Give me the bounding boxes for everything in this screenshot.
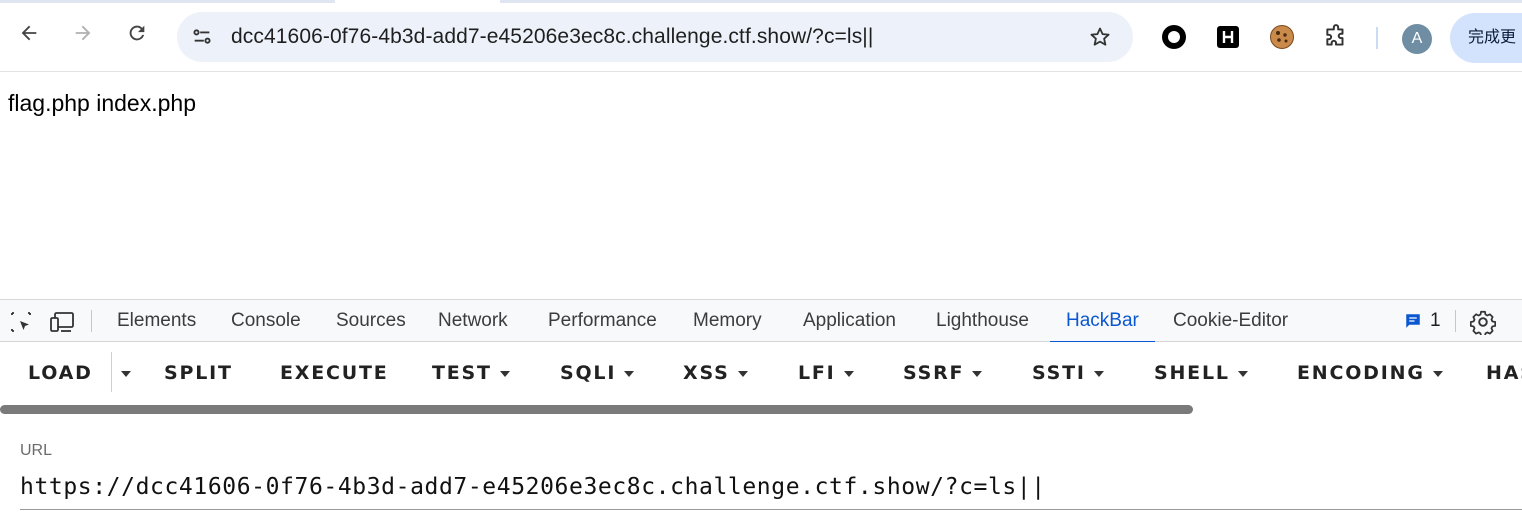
device-toolbar-icon[interactable] <box>49 309 75 335</box>
sqli-menu-label: SQLI <box>560 362 617 384</box>
issues-count: 1 <box>1430 310 1441 331</box>
toolbar-separator <box>1376 27 1378 49</box>
caret-down-icon <box>624 370 635 377</box>
address-bar[interactable]: dcc41606-0f76-4b3d-add7-e45206e3ec8c.cha… <box>177 12 1133 62</box>
devtools-separator <box>91 310 92 332</box>
tab-strip-edge <box>0 0 335 3</box>
settings-gear-icon[interactable] <box>1470 309 1496 335</box>
hackbar-sqli-menu[interactable]: SQLI <box>560 362 635 384</box>
update-button[interactable]: 完成更 <box>1450 13 1522 63</box>
tab-lighthouse[interactable]: Lighthouse <box>936 310 1029 331</box>
tab-strip <box>0 0 1522 4</box>
update-button-label: 完成更 <box>1468 29 1517 46</box>
profile-avatar[interactable]: A <box>1402 24 1432 54</box>
hackbar-url-input[interactable]: https://dcc41606-0f76-4b3d-add7-e45206e3… <box>20 474 1046 500</box>
load-split-divider <box>111 352 112 392</box>
ssti-menu-label: SSTI <box>1032 362 1086 384</box>
devtools-separator <box>1455 310 1456 332</box>
page-output-text: flag.php index.php <box>8 90 196 116</box>
message-icon <box>1406 314 1420 328</box>
hackbar-hash-menu[interactable]: HAS <box>1486 362 1522 384</box>
xss-menu-label: XSS <box>683 362 730 384</box>
browser-toolbar: dcc41606-0f76-4b3d-add7-e45206e3ec8c.cha… <box>0 4 1522 72</box>
tab-application[interactable]: Application <box>803 310 896 331</box>
hackbar-xss-menu[interactable]: XSS <box>683 362 748 384</box>
hackbar-load-button[interactable]: LOAD <box>28 362 93 384</box>
hackbar-extension-icon[interactable] <box>1214 23 1242 51</box>
caret-down-icon <box>972 370 983 377</box>
hackbar-encoding-menu[interactable]: ENCODING <box>1297 362 1443 384</box>
hackbar-ssrf-menu[interactable]: SSRF <box>903 362 983 384</box>
hackbar-panel: LOAD SPLIT EXECUTE TEST SQLI XSS LFI SSR… <box>0 342 1522 512</box>
caret-down-icon <box>737 370 748 377</box>
tab-performance[interactable]: Performance <box>548 310 657 331</box>
caret-down-icon <box>843 370 854 377</box>
tab-elements[interactable]: Elements <box>117 310 197 331</box>
issues-counter[interactable]: 1 <box>1404 310 1441 332</box>
arrow-right-icon <box>75 25 91 41</box>
shell-menu-label: SHELL <box>1154 362 1230 384</box>
devtools-tab-bar: Elements Console Sources Network Perform… <box>0 299 1522 343</box>
bookmark-star-icon[interactable] <box>1087 24 1113 50</box>
hackbar-lfi-menu[interactable]: LFI <box>798 362 854 384</box>
address-bar-url[interactable]: dcc41606-0f76-4b3d-add7-e45206e3ec8c.cha… <box>231 25 874 48</box>
back-button[interactable] <box>14 18 44 48</box>
tab-strip-edge <box>500 0 1522 3</box>
inspect-element-icon[interactable] <box>8 309 34 335</box>
hackbar-split-button[interactable]: SPLIT <box>164 362 233 384</box>
hackbar-menu-scrollbar-thumb[interactable] <box>0 405 1193 414</box>
tab-cookie-editor[interactable]: Cookie-Editor <box>1173 310 1289 331</box>
ssrf-menu-label: SSRF <box>903 362 965 384</box>
extensions-puzzle-icon[interactable] <box>1322 23 1350 51</box>
url-input-underline <box>20 509 1522 510</box>
tab-hackbar[interactable]: HackBar <box>1050 300 1155 343</box>
load-dropdown-caret-icon[interactable] <box>121 371 131 377</box>
site-info-icon[interactable] <box>189 24 215 50</box>
reload-button[interactable] <box>122 18 152 48</box>
page-viewport: flag.php index.php <box>0 73 1522 299</box>
caret-down-icon <box>1093 370 1104 377</box>
test-menu-label: TEST <box>432 362 492 384</box>
forward-button[interactable] <box>68 18 98 48</box>
hackbar-shell-menu[interactable]: SHELL <box>1154 362 1248 384</box>
encoding-menu-label: ENCODING <box>1297 362 1425 384</box>
reload-icon <box>129 25 145 41</box>
tab-network[interactable]: Network <box>438 310 508 331</box>
cookie-extension-icon[interactable] <box>1268 23 1296 51</box>
tab-console[interactable]: Console <box>231 310 301 331</box>
caret-down-icon <box>1432 370 1443 377</box>
circle-extension-icon[interactable] <box>1160 23 1188 51</box>
tab-sources[interactable]: Sources <box>336 310 406 331</box>
url-field-label: URL <box>20 442 53 459</box>
avatar-letter: A <box>1411 30 1423 47</box>
hackbar-test-menu[interactable]: TEST <box>432 362 510 384</box>
arrow-left-icon <box>21 25 37 41</box>
lfi-menu-label: LFI <box>798 362 836 384</box>
tab-memory[interactable]: Memory <box>693 310 762 331</box>
hackbar-ssti-menu[interactable]: SSTI <box>1032 362 1104 384</box>
hackbar-execute-button[interactable]: EXECUTE <box>280 362 389 384</box>
hackbar-menu: LOAD SPLIT EXECUTE TEST SQLI XSS LFI SSR… <box>0 342 1522 404</box>
caret-down-icon <box>499 370 510 377</box>
caret-down-icon <box>1237 370 1248 377</box>
